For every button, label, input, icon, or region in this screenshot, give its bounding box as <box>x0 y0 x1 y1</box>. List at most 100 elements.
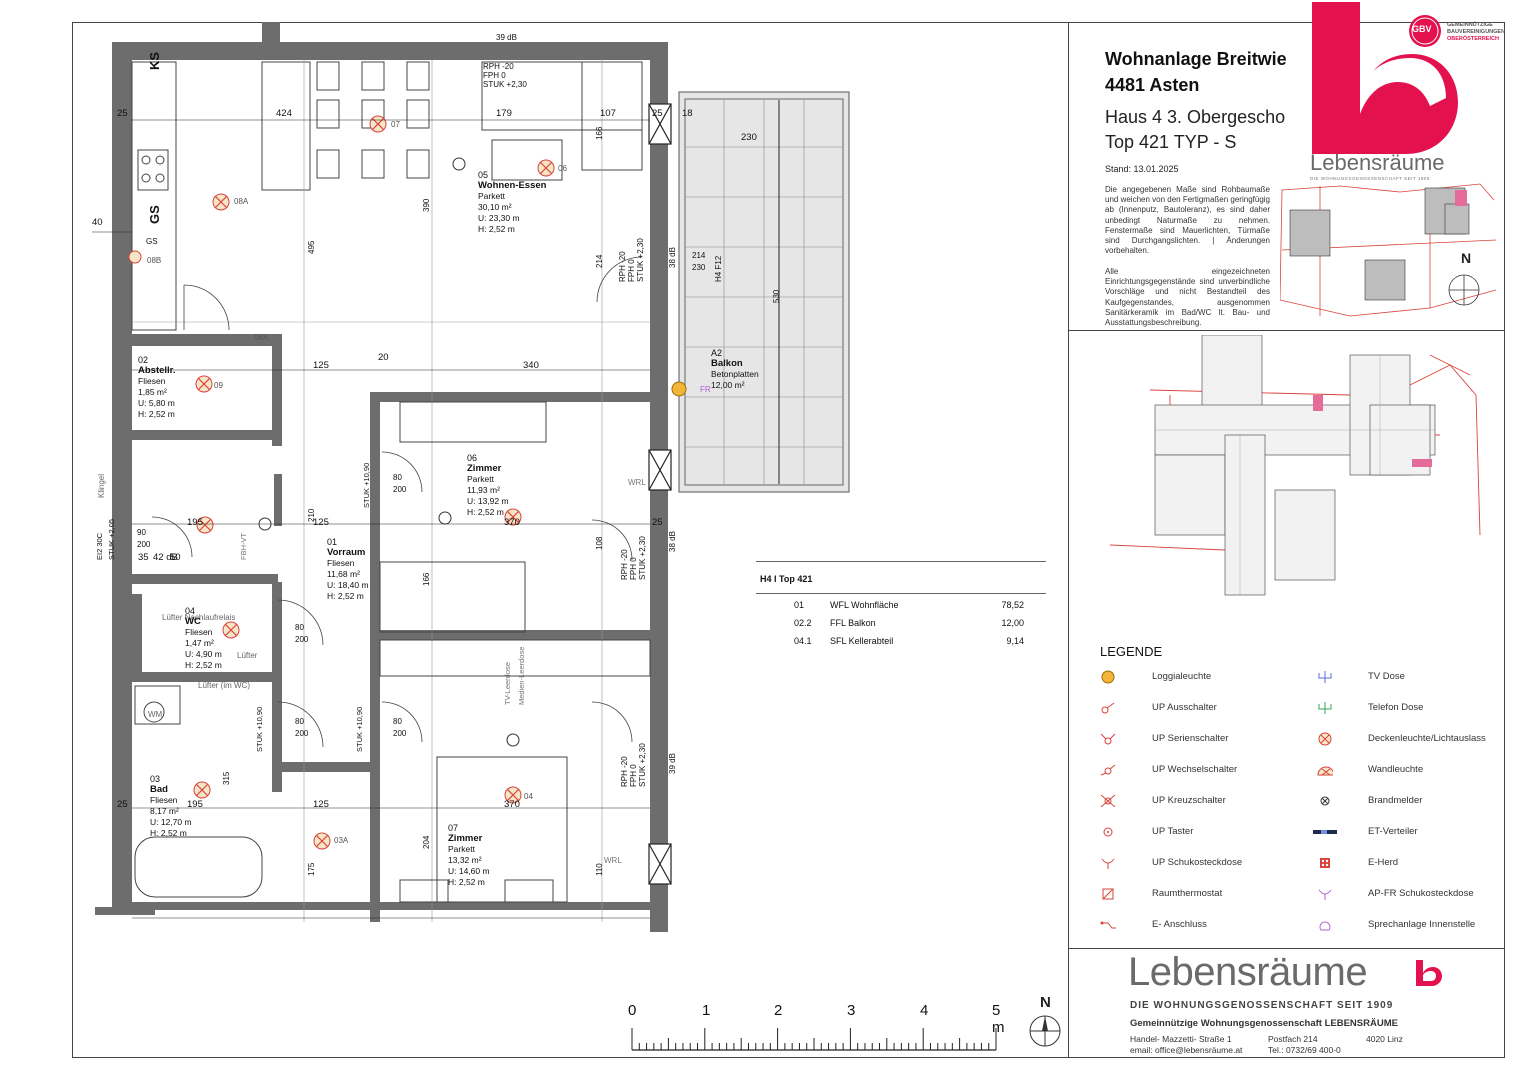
room-06-u: U: 13,92 m <box>467 496 509 506</box>
legend-label-et-verteiler: ET-Verteiler <box>1368 826 1418 837</box>
room-04-h: H: 2,52 m <box>185 660 222 670</box>
door-200-a: 200 <box>393 485 407 494</box>
room-a2-num: A2 <box>711 348 723 358</box>
dim-20: 20 <box>378 352 389 363</box>
house-floor: Haus 4 3. Obergescho <box>1105 107 1286 127</box>
dim-315: 315 <box>222 771 231 785</box>
room-07-u: U: 14,60 m <box>448 866 490 876</box>
area-row-code: 04.1 <box>794 636 812 646</box>
tv-dose-icon <box>1317 671 1333 683</box>
klingel-label: Klingel <box>97 473 106 498</box>
door-200-b: 200 <box>295 635 309 644</box>
gs2-label: GS <box>146 237 158 246</box>
stuk-1090-a: STUK +10,90 <box>362 462 371 508</box>
scale-tick-5: 5 m <box>992 1002 1005 1036</box>
stuk-205b: STUK +2,05 <box>107 518 116 560</box>
area-row-label: FFL Balkon <box>830 618 876 628</box>
dim-166: 166 <box>595 126 604 140</box>
legend-label-brandmelder: Brandmelder <box>1368 795 1423 806</box>
room-04-u: U: 4,90 m <box>185 649 222 659</box>
footer-po: Postfach 214 <box>1268 1034 1318 1044</box>
room-03-floor: Fliesen <box>150 795 178 805</box>
dim-166b: 166 <box>422 572 431 586</box>
area-table: 01 WFL Wohnfläche 78,52 02.2 FFL Balkon … <box>756 600 1046 654</box>
room-05: 05 Wohnen-Essen Parkett 30,10 m² U: 23,3… <box>478 170 546 235</box>
ul03a: 03A <box>334 836 349 845</box>
plan-area <box>72 22 1069 1058</box>
legend-label-up-ausschalter: UP Ausschalter <box>1152 702 1217 713</box>
room-a2-area: 12,00 m² <box>711 380 745 390</box>
scale-bar <box>631 1028 997 1051</box>
fr-label: FR <box>700 385 711 394</box>
dim-179: 179 <box>496 108 512 119</box>
room-07-floor: Parkett <box>448 844 475 854</box>
db-label-3: 38 dB <box>668 531 677 552</box>
dim-25-left2: 25 <box>117 799 128 810</box>
room-03-u: U: 12,70 m <box>150 817 192 827</box>
room-05-floor: Parkett <box>478 191 505 201</box>
nachlauf-label: Lüfter Nachlaufrelais <box>162 613 236 622</box>
kitchen-furniture <box>131 61 311 331</box>
scale-tick-4: 4 <box>920 1002 929 1019</box>
rph-bottom-2: FPH 0 <box>629 764 638 787</box>
dim-230b: 230 <box>692 263 706 272</box>
door-200-d: 200 <box>393 729 407 738</box>
ul09: 09 <box>214 381 223 390</box>
area-table-midline <box>756 593 1046 594</box>
room-02-area: 1,85 m² <box>138 387 167 397</box>
dim-530: 530 <box>772 289 781 303</box>
dim-390: 390 <box>422 198 431 212</box>
room-06-floor: Parkett <box>467 474 494 484</box>
room-04-name: WC <box>185 616 201 627</box>
room-03-area: 8,17 m² <box>150 806 179 816</box>
room-02-name: Abstellr. <box>138 365 176 376</box>
gs-label: GS <box>147 205 162 224</box>
dim-35: 35 <box>138 552 149 563</box>
telefon-dose-icon <box>1317 702 1333 714</box>
room-06-name: Zimmer <box>467 463 502 474</box>
db-label-4: 39 dB <box>668 753 677 774</box>
raumthermostat-icon <box>1100 888 1116 900</box>
stuk-205: EI2 30C <box>95 532 104 560</box>
room-05-num: 05 <box>478 170 489 180</box>
footer-zip: 4020 Linz <box>1366 1034 1403 1044</box>
scale-tick-1: 1 <box>702 1002 711 1019</box>
legend-label-wandleuchte: Wandleuchte <box>1368 764 1424 775</box>
plan-date: Stand: 13.01.2025 <box>1105 164 1179 174</box>
dim-195b: 195 <box>187 799 203 810</box>
top-type: Top 421 TYP - S <box>1105 132 1237 152</box>
ul08b-1: 08B <box>147 256 162 265</box>
footer-brand: Lebensräume <box>1128 950 1368 994</box>
dining-furniture <box>316 61 643 181</box>
door-200: 200 <box>137 540 151 549</box>
room-02-floor: Fliesen <box>138 376 166 386</box>
room-05-h: H: 2,52 m <box>478 224 515 234</box>
area-row-value: 78,52 <box>1001 600 1024 610</box>
door-80-200-b: 80 200 <box>295 622 308 646</box>
area-row: 02.2 FFL Balkon 12,00 <box>756 618 1046 636</box>
room-03: 03 Bad Fliesen 8,17 m² U: 12,70 m H: 2,5… <box>150 774 192 839</box>
dim-175: 175 <box>307 862 316 876</box>
room-02-num: 02 <box>138 355 149 365</box>
fbh-label: FBH-VT <box>239 532 248 560</box>
area-row-value: 9,14 <box>1006 636 1024 646</box>
room-01-h: H: 2,52 m <box>327 591 364 601</box>
legend-label-up-schukosteckdose: UP Schukosteckdose <box>1152 857 1243 868</box>
area-table-topline <box>756 561 1046 562</box>
room-03-num: 03 <box>150 774 161 784</box>
room-06-num: 06 <box>467 453 478 463</box>
footer-street: Handel- Mazzetti- Straße 1 <box>1130 1034 1232 1044</box>
gbv-line2: BAUVEREINIGUNGEN <box>1447 29 1506 35</box>
ul04: 04 <box>524 792 533 801</box>
dim-230: 230 <box>741 132 757 143</box>
scale-tick-3: 3 <box>847 1002 856 1019</box>
room-06-h: H: 2,52 m <box>467 507 504 517</box>
lufter-wc-label: Lüfter (im WC) <box>198 681 250 690</box>
dim-125b: 125 <box>313 517 329 528</box>
rph-top-1: RPH -20 <box>483 62 514 71</box>
door-80-a: 80 <box>393 473 402 482</box>
door-80-c: 80 <box>295 717 304 726</box>
room-07-h: H: 2,52 m <box>448 877 485 887</box>
door-90-200: 90 200 <box>137 527 150 551</box>
scale-tick-2: 2 <box>774 1002 783 1019</box>
